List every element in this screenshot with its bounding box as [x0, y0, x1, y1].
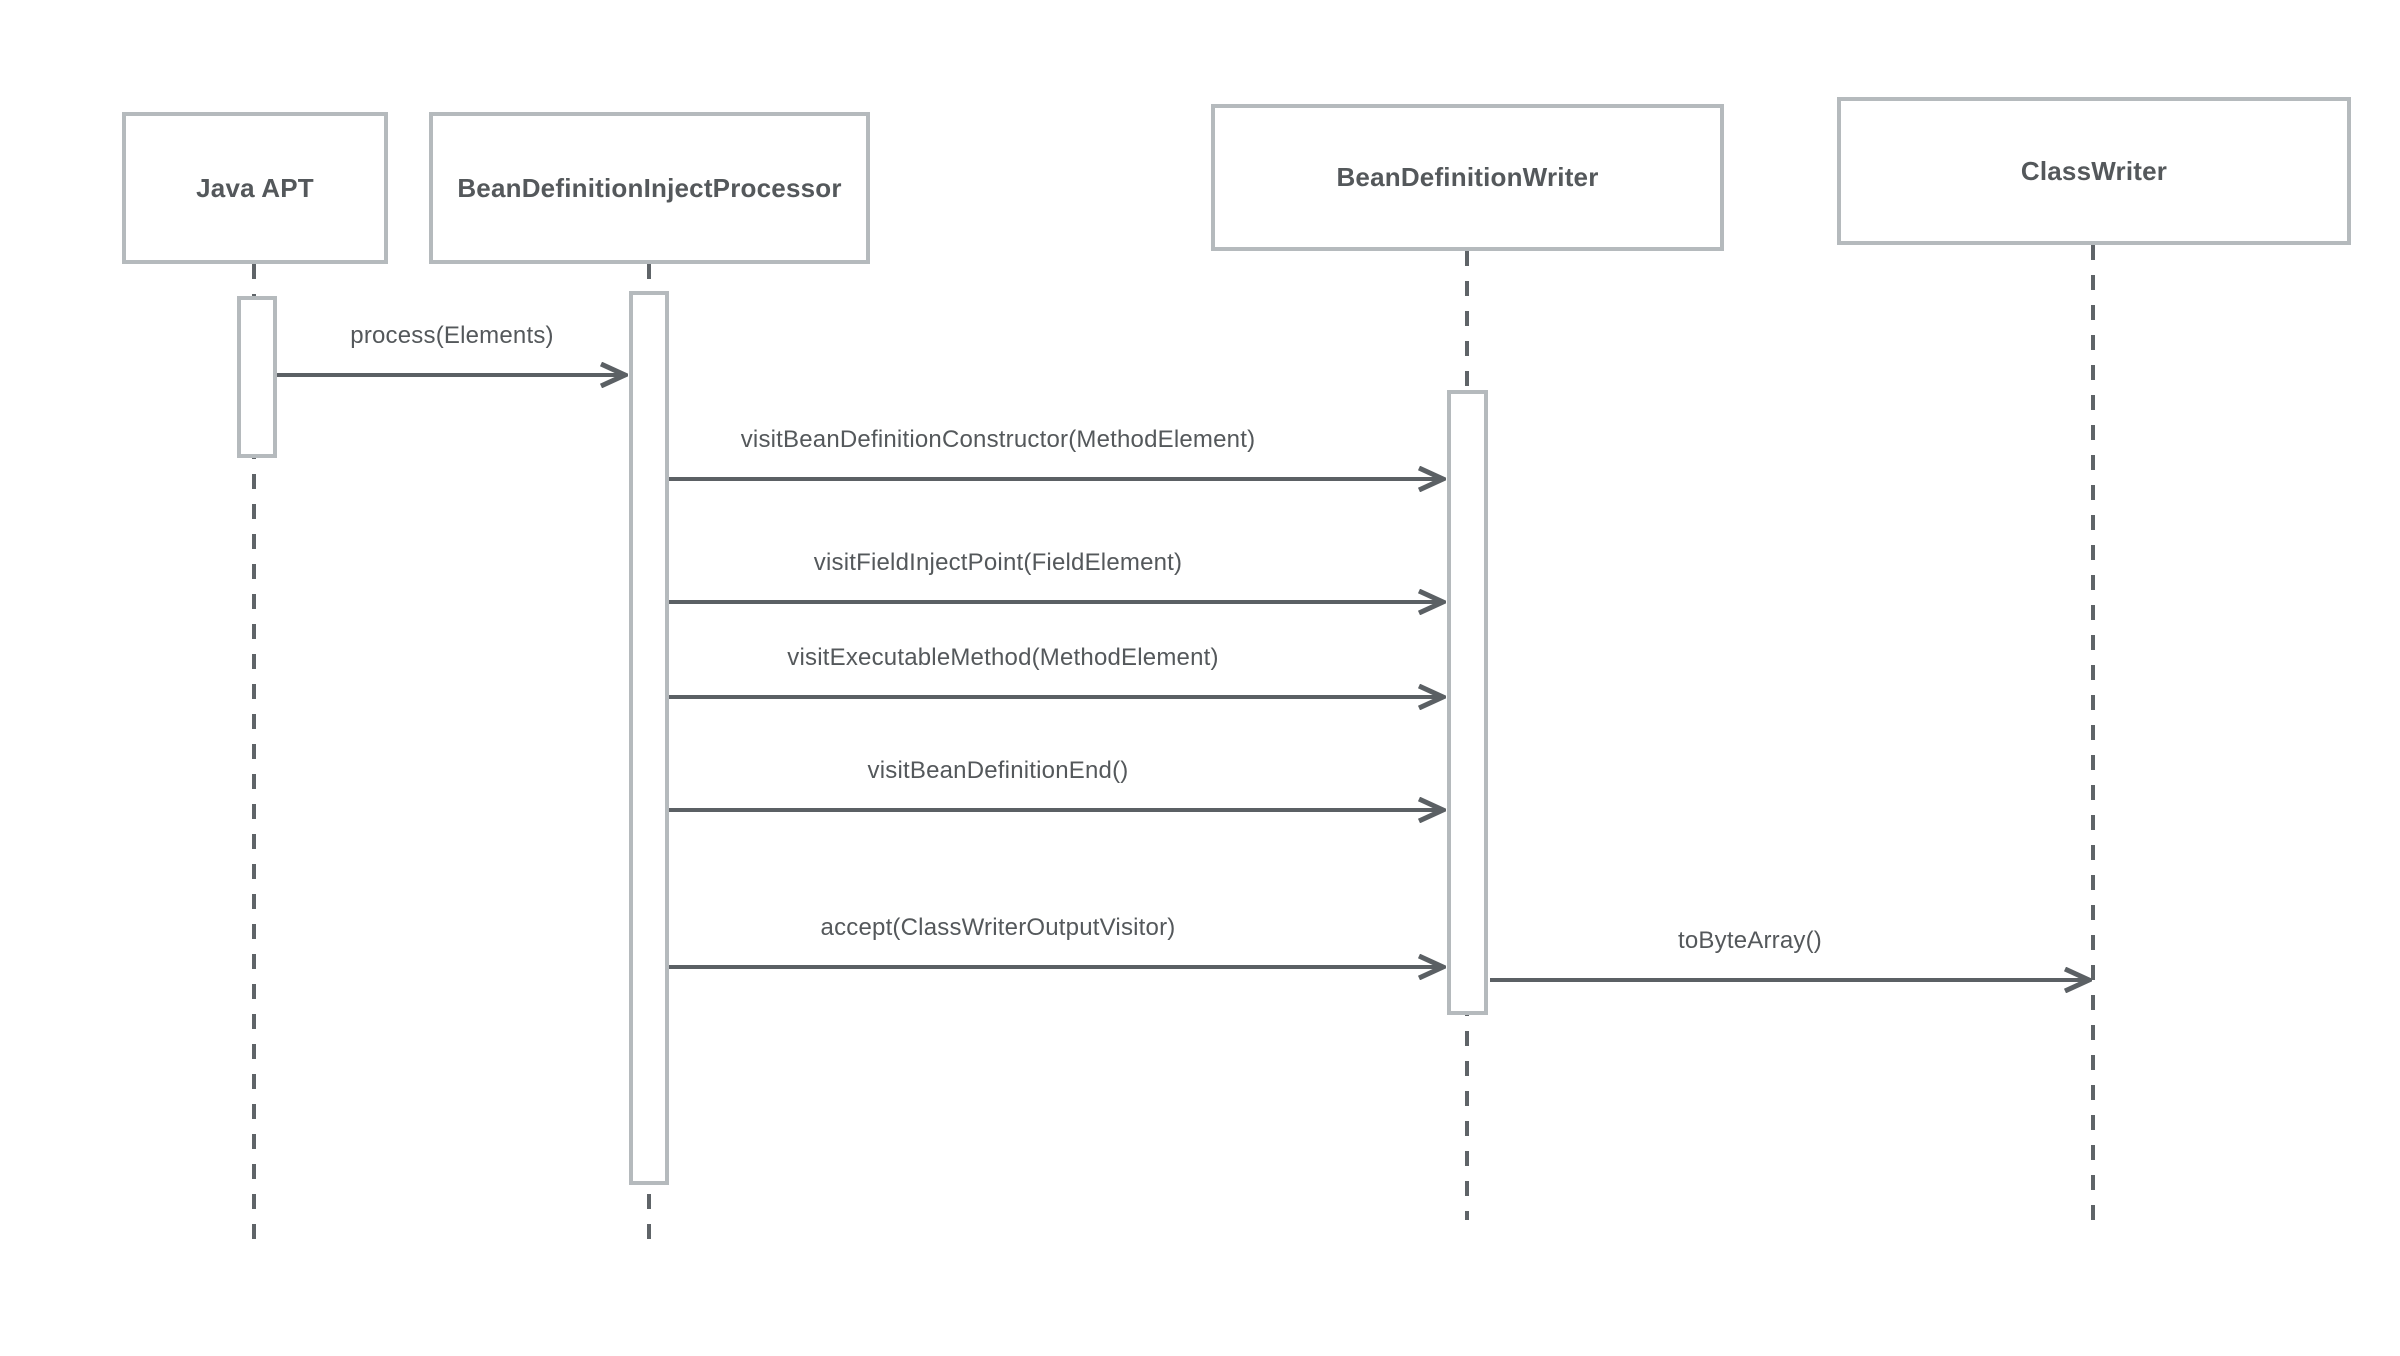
activation-bean-definition-writer — [1447, 390, 1488, 1015]
activation-java-apt — [237, 296, 277, 458]
message-arrow-line — [669, 477, 1442, 481]
arrowhead-icon — [1417, 466, 1446, 492]
message-label: visitExecutableMethod(MethodElement) — [787, 644, 1219, 671]
message-visit-field-inject-point: visitFieldInjectPoint(FieldElement) — [669, 549, 1446, 615]
message-label: process(Elements) — [350, 322, 554, 349]
participant-box-bean-definition-writer: BeanDefinitionWriter — [1211, 104, 1724, 251]
arrowhead-icon — [1417, 589, 1446, 615]
participant-box-bean-definition-inject-processor: BeanDefinitionInjectProcessor — [429, 112, 870, 264]
message-label: visitBeanDefinitionEnd() — [867, 757, 1129, 784]
activation-bean-definition-inject-processor — [629, 291, 669, 1185]
participant-box-class-writer: ClassWriter — [1837, 97, 2351, 245]
arrowhead-icon — [1417, 954, 1446, 980]
participant-title-class-writer: ClassWriter — [2020, 155, 2168, 186]
message-accept-class-writer-output-visitor: accept(ClassWriterOutputVisitor) — [669, 914, 1446, 980]
message-label: accept(ClassWriterOutputVisitor) — [820, 914, 1176, 941]
message-arrow-line — [669, 808, 1442, 812]
message-label: visitBeanDefinitionConstructor(MethodEle… — [740, 426, 1256, 453]
participant-title-bean-definition-inject-processor: BeanDefinitionInjectProcessor — [457, 172, 842, 203]
message-label: toByteArray() — [1678, 927, 1822, 954]
message-visit-executable-method: visitExecutableMethod(MethodElement) — [669, 644, 1446, 710]
message-arrow-line — [1490, 978, 2088, 982]
arrowhead-icon — [599, 362, 628, 388]
lifeline-java-apt — [252, 264, 256, 1250]
arrowhead-icon — [2063, 967, 2092, 993]
message-visit-bean-definition-constructor: visitBeanDefinitionConstructor(MethodEle… — [669, 426, 1446, 492]
message-arrow-line — [669, 695, 1442, 699]
arrowhead-icon — [1417, 684, 1446, 710]
message-arrow-line — [669, 600, 1442, 604]
participant-title-java-apt: Java APT — [196, 172, 314, 203]
lifeline-class-writer — [2091, 245, 2095, 1228]
message-label: visitFieldInjectPoint(FieldElement) — [813, 549, 1183, 576]
message-to-byte-array: toByteArray() — [1490, 927, 2092, 993]
message-arrow-line — [277, 373, 624, 377]
message-process-elements: process(Elements) — [277, 322, 628, 388]
message-visit-bean-definition-end: visitBeanDefinitionEnd() — [669, 757, 1446, 823]
message-arrow-line — [669, 965, 1442, 969]
participant-box-java-apt: Java APT — [122, 112, 388, 264]
arrowhead-icon — [1417, 797, 1446, 823]
participant-title-bean-definition-writer: BeanDefinitionWriter — [1336, 162, 1599, 192]
